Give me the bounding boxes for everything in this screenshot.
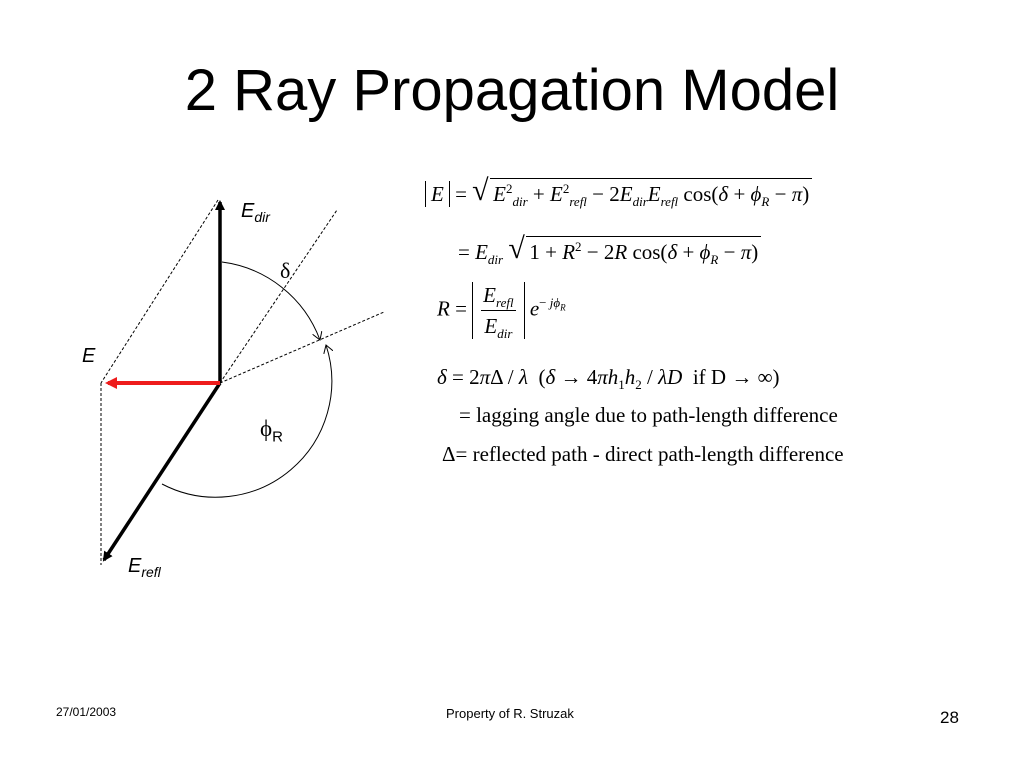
phi-r-label: ϕR (260, 416, 283, 446)
delta-description: = lagging angle due to path-length diffe… (459, 403, 838, 427)
equation-delta-definition: δ = 2πΔ / λ (δ → 4πh1h2 / λD if D → ∞) (437, 365, 780, 393)
dotted-parallelogram-top (100, 199, 219, 384)
e-refl-label: Erefl (128, 555, 161, 580)
delta-label: δ (280, 258, 291, 283)
delta-angle-arc (221, 261, 320, 340)
path-difference-description: Δ= reflected path - direct path-length d… (442, 442, 844, 466)
equation-field-magnitude: E = √E2dir + E2refl − 2EdirErefl cos(δ +… (425, 176, 813, 208)
equation-field-normalized: = Edir √1 + R2 − 2R cos(δ + ϕR − π) (458, 234, 762, 266)
phi-angle-arc (161, 345, 332, 498)
e-resultant-label: E (82, 345, 96, 367)
e-dir-label: Edir (241, 200, 270, 225)
page-number: 28 (940, 708, 959, 727)
slide-title: 2 Ray Propagation Model (184, 58, 840, 123)
dotted-phase-direction (219, 311, 385, 384)
dotted-reference-direction (219, 209, 338, 384)
reflected-field-vector (102, 382, 222, 562)
footer-date: 27/01/2003 (56, 705, 117, 719)
footer-author: Property of R. Struzak (446, 706, 574, 721)
